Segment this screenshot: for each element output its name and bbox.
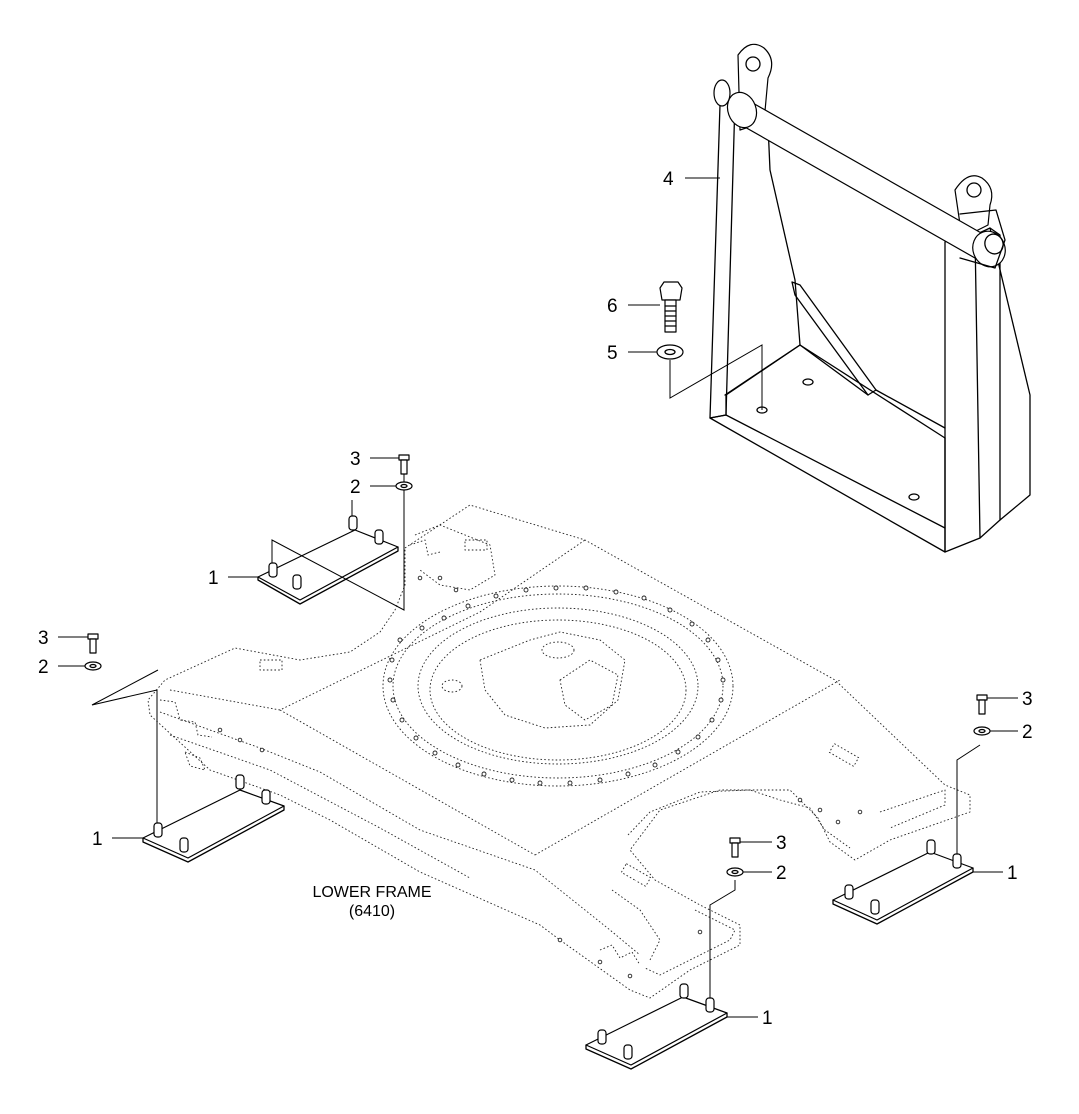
callout-1-top: 1 (208, 568, 219, 589)
callout-3-top: 3 (350, 449, 361, 470)
callout-2-top: 2 (350, 477, 361, 498)
shim-right (832, 694, 991, 925)
callout-6: 6 (607, 296, 618, 317)
callout-leaders (58, 177, 1018, 1018)
callout-1-right: 1 (1007, 863, 1018, 884)
frame-label-line1: LOWER FRAME (312, 884, 431, 901)
callout-1-bottom: 1 (762, 1008, 773, 1029)
lower-frame-label: LOWER FRAME (6410) (312, 884, 431, 920)
callout-3-right: 3 (1022, 689, 1033, 710)
lower-frame (147, 504, 971, 999)
shim-left (84, 633, 285, 863)
callout-3-bottom: 3 (776, 833, 787, 854)
frame-label-line2: (6410) (349, 903, 395, 920)
bracket-assembly (709, 43, 1031, 553)
bolt-6 (659, 281, 683, 333)
callout-2-bottom: 2 (776, 863, 787, 884)
shim-top (257, 454, 413, 611)
callout-3-left: 3 (38, 628, 49, 649)
callout-2-left: 2 (38, 657, 49, 678)
callout-5: 5 (607, 343, 618, 364)
callout-1-left: 1 (92, 829, 103, 850)
shim-bottom (585, 837, 744, 1070)
callout-2-right: 2 (1022, 722, 1033, 743)
callout-labels: 4 6 5 3 2 1 3 2 1 3 2 1 3 2 1 (38, 169, 1033, 1029)
washer-5 (656, 344, 684, 360)
callout-4: 4 (663, 169, 674, 190)
